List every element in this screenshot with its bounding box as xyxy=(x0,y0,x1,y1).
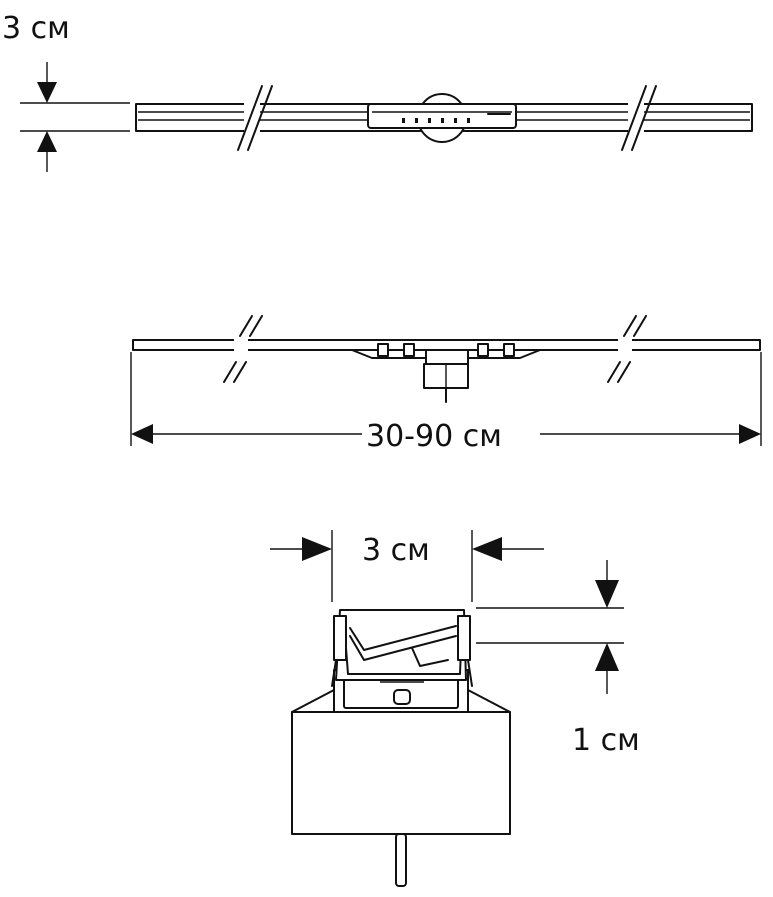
length-label: 30-90 см xyxy=(366,419,502,454)
break-mark-left xyxy=(237,85,273,151)
width-label: 3 см xyxy=(362,533,430,568)
outlet-pipe xyxy=(395,833,407,887)
cross-section-view: 3 см 1 см xyxy=(270,530,640,887)
front-view: 30-90 см xyxy=(130,315,762,454)
break-mark-right xyxy=(621,85,657,151)
depth-label: 1 см xyxy=(572,723,640,758)
drain-neck xyxy=(425,349,469,365)
top-height-arrow-up xyxy=(37,131,57,172)
top-height-label: 3 см xyxy=(2,11,70,46)
drain-housing-box xyxy=(291,711,511,835)
depth-arrow-up xyxy=(595,643,619,671)
width-arrow-right xyxy=(472,537,502,561)
channel-front-bar xyxy=(132,339,761,351)
top-height-arrow-down xyxy=(37,62,57,103)
top-profile-view: 3 см xyxy=(2,11,753,172)
depth-arrow-down xyxy=(595,580,619,608)
break-mark-mid-left xyxy=(223,315,263,383)
width-arrow-left xyxy=(302,537,332,561)
break-mark-mid-right xyxy=(607,315,647,383)
length-arrow-left xyxy=(131,424,153,444)
length-arrow-right xyxy=(739,424,761,444)
drain-body-profile xyxy=(367,103,517,129)
